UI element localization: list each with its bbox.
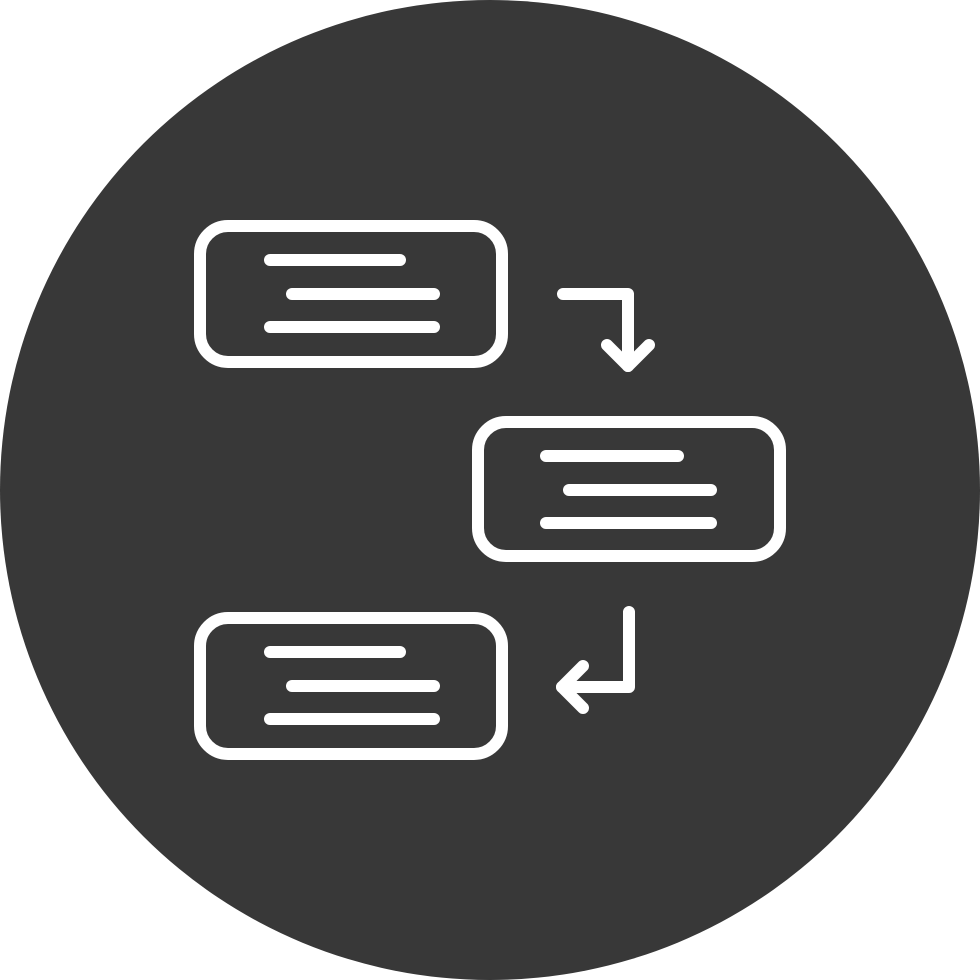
step-card-2-frame	[472, 416, 786, 562]
arrow-return-left-icon	[556, 606, 635, 714]
arrow-1-shaft	[557, 288, 634, 372]
arrow-1-head	[601, 339, 655, 372]
step-card-2	[472, 416, 786, 562]
arrow-down-right-icon	[557, 288, 655, 372]
arrow-2-head	[556, 660, 589, 714]
arrow-2-shaft	[556, 606, 635, 693]
step-card-3	[194, 612, 508, 760]
step-card-3-frame	[194, 612, 508, 760]
step-card-1-frame	[194, 220, 508, 368]
step-card-1	[194, 220, 508, 368]
